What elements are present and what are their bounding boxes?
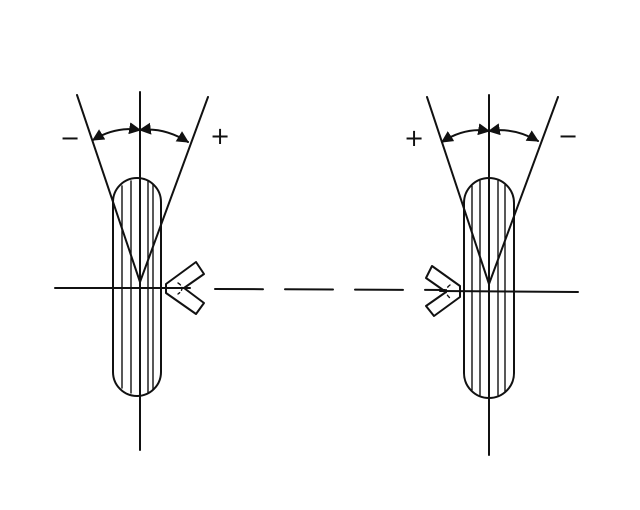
left-wheel-minus-sign: − (60, 124, 80, 152)
axle-line (54, 287, 579, 293)
right-wheel-minus-sign: − (558, 122, 578, 150)
right-angle-arc (440, 123, 540, 143)
right-steering-knuckle (425, 265, 461, 317)
left-tire (112, 177, 162, 397)
left-wheel-assembly: − + (60, 91, 230, 451)
right-wheel-plus-sign: + (404, 124, 424, 152)
left-angle-arc (91, 122, 190, 143)
left-steering-knuckle (165, 261, 205, 315)
right-angle-lines (426, 96, 559, 285)
right-wheel-assembly: + − (404, 94, 578, 456)
left-wheel-plus-sign: + (210, 122, 230, 150)
left-angle-lines (76, 94, 209, 283)
